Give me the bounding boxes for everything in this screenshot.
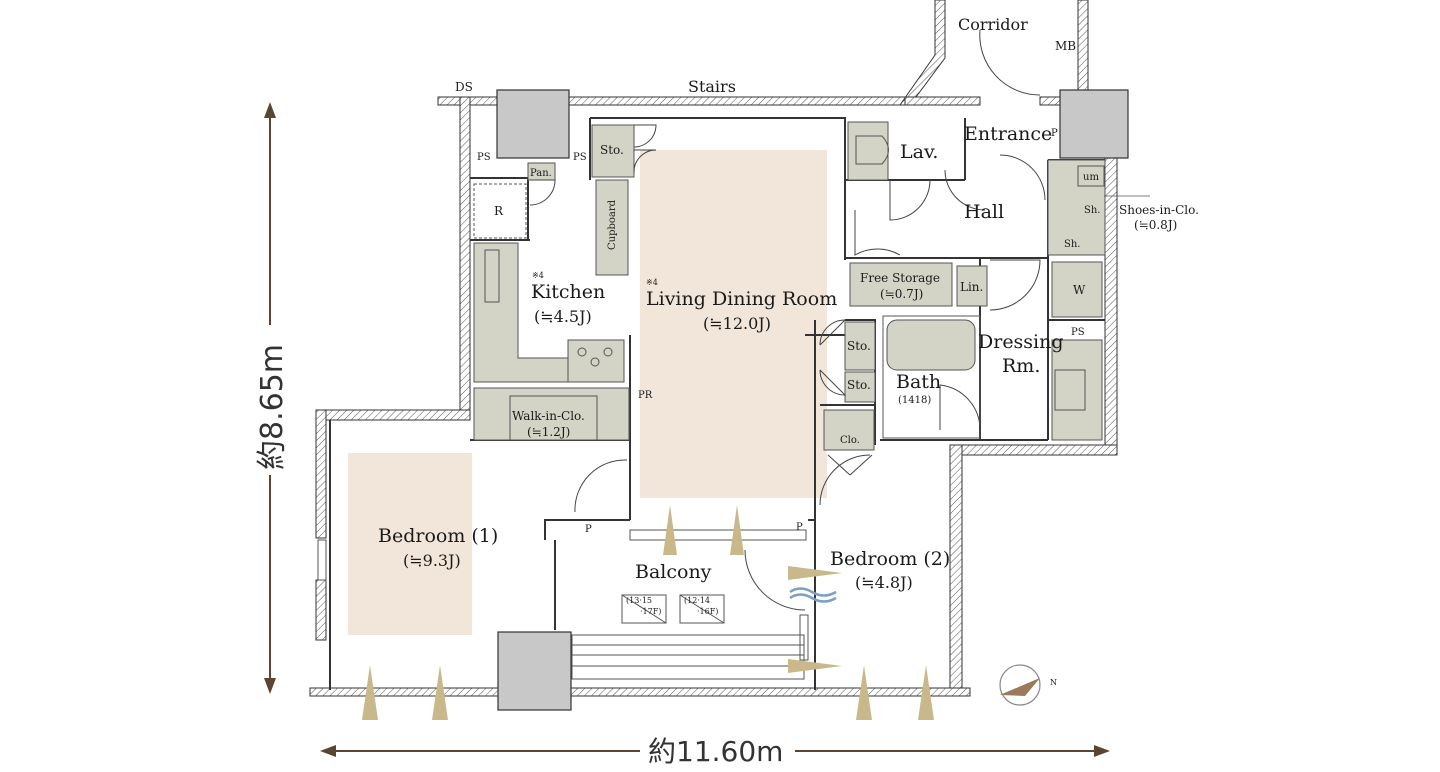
- structural-column-top-right: [1059, 89, 1129, 159]
- ldr-note: ※4: [646, 278, 658, 287]
- sto-a-label: Sto.: [847, 339, 871, 353]
- free-storage-label: Free Storage: [860, 271, 940, 285]
- structural-column-top-left: [496, 89, 570, 159]
- um-label: um: [1083, 172, 1099, 183]
- entrance-label: Entrance: [964, 123, 1052, 145]
- refrigerator-space: [473, 183, 527, 239]
- storage-b: [844, 371, 876, 403]
- linen-closet: [956, 265, 988, 307]
- free-storage-area: (≒0.7J): [880, 287, 923, 301]
- stairs-label: Stairs: [688, 77, 736, 96]
- bath-size: (1418): [898, 395, 931, 406]
- umbrella-storage: [1077, 165, 1105, 187]
- ldr-area: (≒12.0J): [703, 314, 771, 333]
- lav-label: Lav.: [900, 141, 938, 163]
- cupboard-unit: [595, 179, 629, 276]
- ac-unit-b: [679, 594, 725, 624]
- corridor-label: Corridor: [958, 15, 1028, 34]
- width-dimension-line: [320, 745, 1110, 757]
- ds-label: DS: [455, 80, 473, 94]
- bedroom2-label: Bedroom (2): [830, 548, 950, 570]
- dressing-label-2: Rm.: [1002, 355, 1040, 377]
- kitchen-area: (≒4.5J): [534, 307, 592, 326]
- sh-b-label: Sh.: [1064, 239, 1080, 250]
- shoes-in-clo-area: (≒0.8J): [1134, 218, 1177, 232]
- refrigerator-label: R: [494, 204, 504, 218]
- ps-left-label: PS: [477, 152, 491, 163]
- doors: [529, 29, 1046, 611]
- washer-space: [1051, 261, 1103, 318]
- fixtures: [317, 121, 1106, 680]
- bed2-window: [799, 614, 809, 661]
- clo-label: Clo.: [840, 435, 860, 446]
- outer-walls: [309, 0, 1118, 697]
- kitchen-label: Kitchen: [531, 281, 605, 303]
- walk-in-closet: [473, 387, 630, 441]
- bedroom1-label: Bedroom (1): [378, 525, 498, 547]
- ac-unit-a: [621, 594, 667, 624]
- bedroom1-floor: [348, 453, 472, 635]
- bedroom1-area: (≒9.3J): [403, 551, 461, 570]
- balcony-note-b1: (12·14: [684, 596, 710, 605]
- washbasin: [1051, 339, 1103, 441]
- balcony-note-a2: ·17F): [640, 607, 661, 616]
- balcony-railing: [571, 634, 805, 680]
- hall-label: Hall: [964, 201, 1004, 223]
- kitchen-note: ※4: [532, 271, 544, 280]
- sto-b-label: Sto.: [847, 378, 871, 392]
- p-entrance-label: P: [1051, 128, 1058, 139]
- bath-label: Bath: [896, 371, 941, 393]
- storage-top: [591, 124, 635, 178]
- balcony-label: Balcony: [635, 561, 712, 583]
- walk-in-area: (≒1.2J): [527, 425, 570, 439]
- compass-icon: N: [999, 664, 1057, 706]
- dressing-label: Dressing: [978, 331, 1064, 353]
- storage-a: [844, 321, 876, 371]
- cupboard-label: Cupboard: [607, 199, 618, 250]
- closet-bed2: [823, 409, 875, 451]
- shoes-closet: [1047, 159, 1106, 256]
- toilet: [855, 135, 889, 165]
- balcony-note-a1: (13·15: [626, 596, 652, 605]
- bedroom2-area: (≒4.8J): [855, 573, 913, 592]
- cooktop: [567, 339, 625, 383]
- sh-a-label: Sh.: [1084, 205, 1100, 216]
- pan-label: Pan.: [530, 168, 552, 179]
- bath-tub: [882, 315, 981, 439]
- ldr-label: Living Dining Room: [646, 288, 837, 310]
- lavatory-fixtures: [847, 121, 889, 181]
- compass-north-label: N: [1050, 678, 1057, 687]
- bathtub: [886, 319, 976, 371]
- width-dimension-label: 約11.60m: [648, 735, 783, 768]
- sto-top-label: Sto.: [600, 143, 624, 157]
- balcony-note-b2: ·16F): [697, 607, 718, 616]
- pr-label: PR: [638, 390, 653, 401]
- ventilation-icon: [789, 587, 837, 603]
- mb-label: MB: [1055, 39, 1076, 53]
- linen-label: Lin.: [960, 280, 983, 294]
- structural-column-balcony: [497, 631, 572, 711]
- interior-walls: [329, 117, 1105, 690]
- kitchen-sink: [484, 249, 500, 303]
- shoes-in-clo-label: Shoes-in-Clo.: [1119, 203, 1199, 217]
- ps-mid-label: PS: [573, 152, 587, 163]
- free-storage: [849, 262, 953, 307]
- washer-label: W: [1073, 283, 1086, 297]
- daylight-arrows: [362, 505, 934, 720]
- height-dimension-line: [264, 102, 276, 694]
- p-bed2-label: P: [796, 522, 803, 533]
- p-bed1-label: P: [585, 524, 592, 535]
- ldr-floor: [640, 150, 827, 498]
- walk-in-label: Walk-in-Clo.: [512, 409, 585, 423]
- height-dimension-label: 約8.65m: [255, 344, 290, 470]
- ps-right-label: PS: [1071, 327, 1085, 338]
- ldr-window: [629, 529, 807, 541]
